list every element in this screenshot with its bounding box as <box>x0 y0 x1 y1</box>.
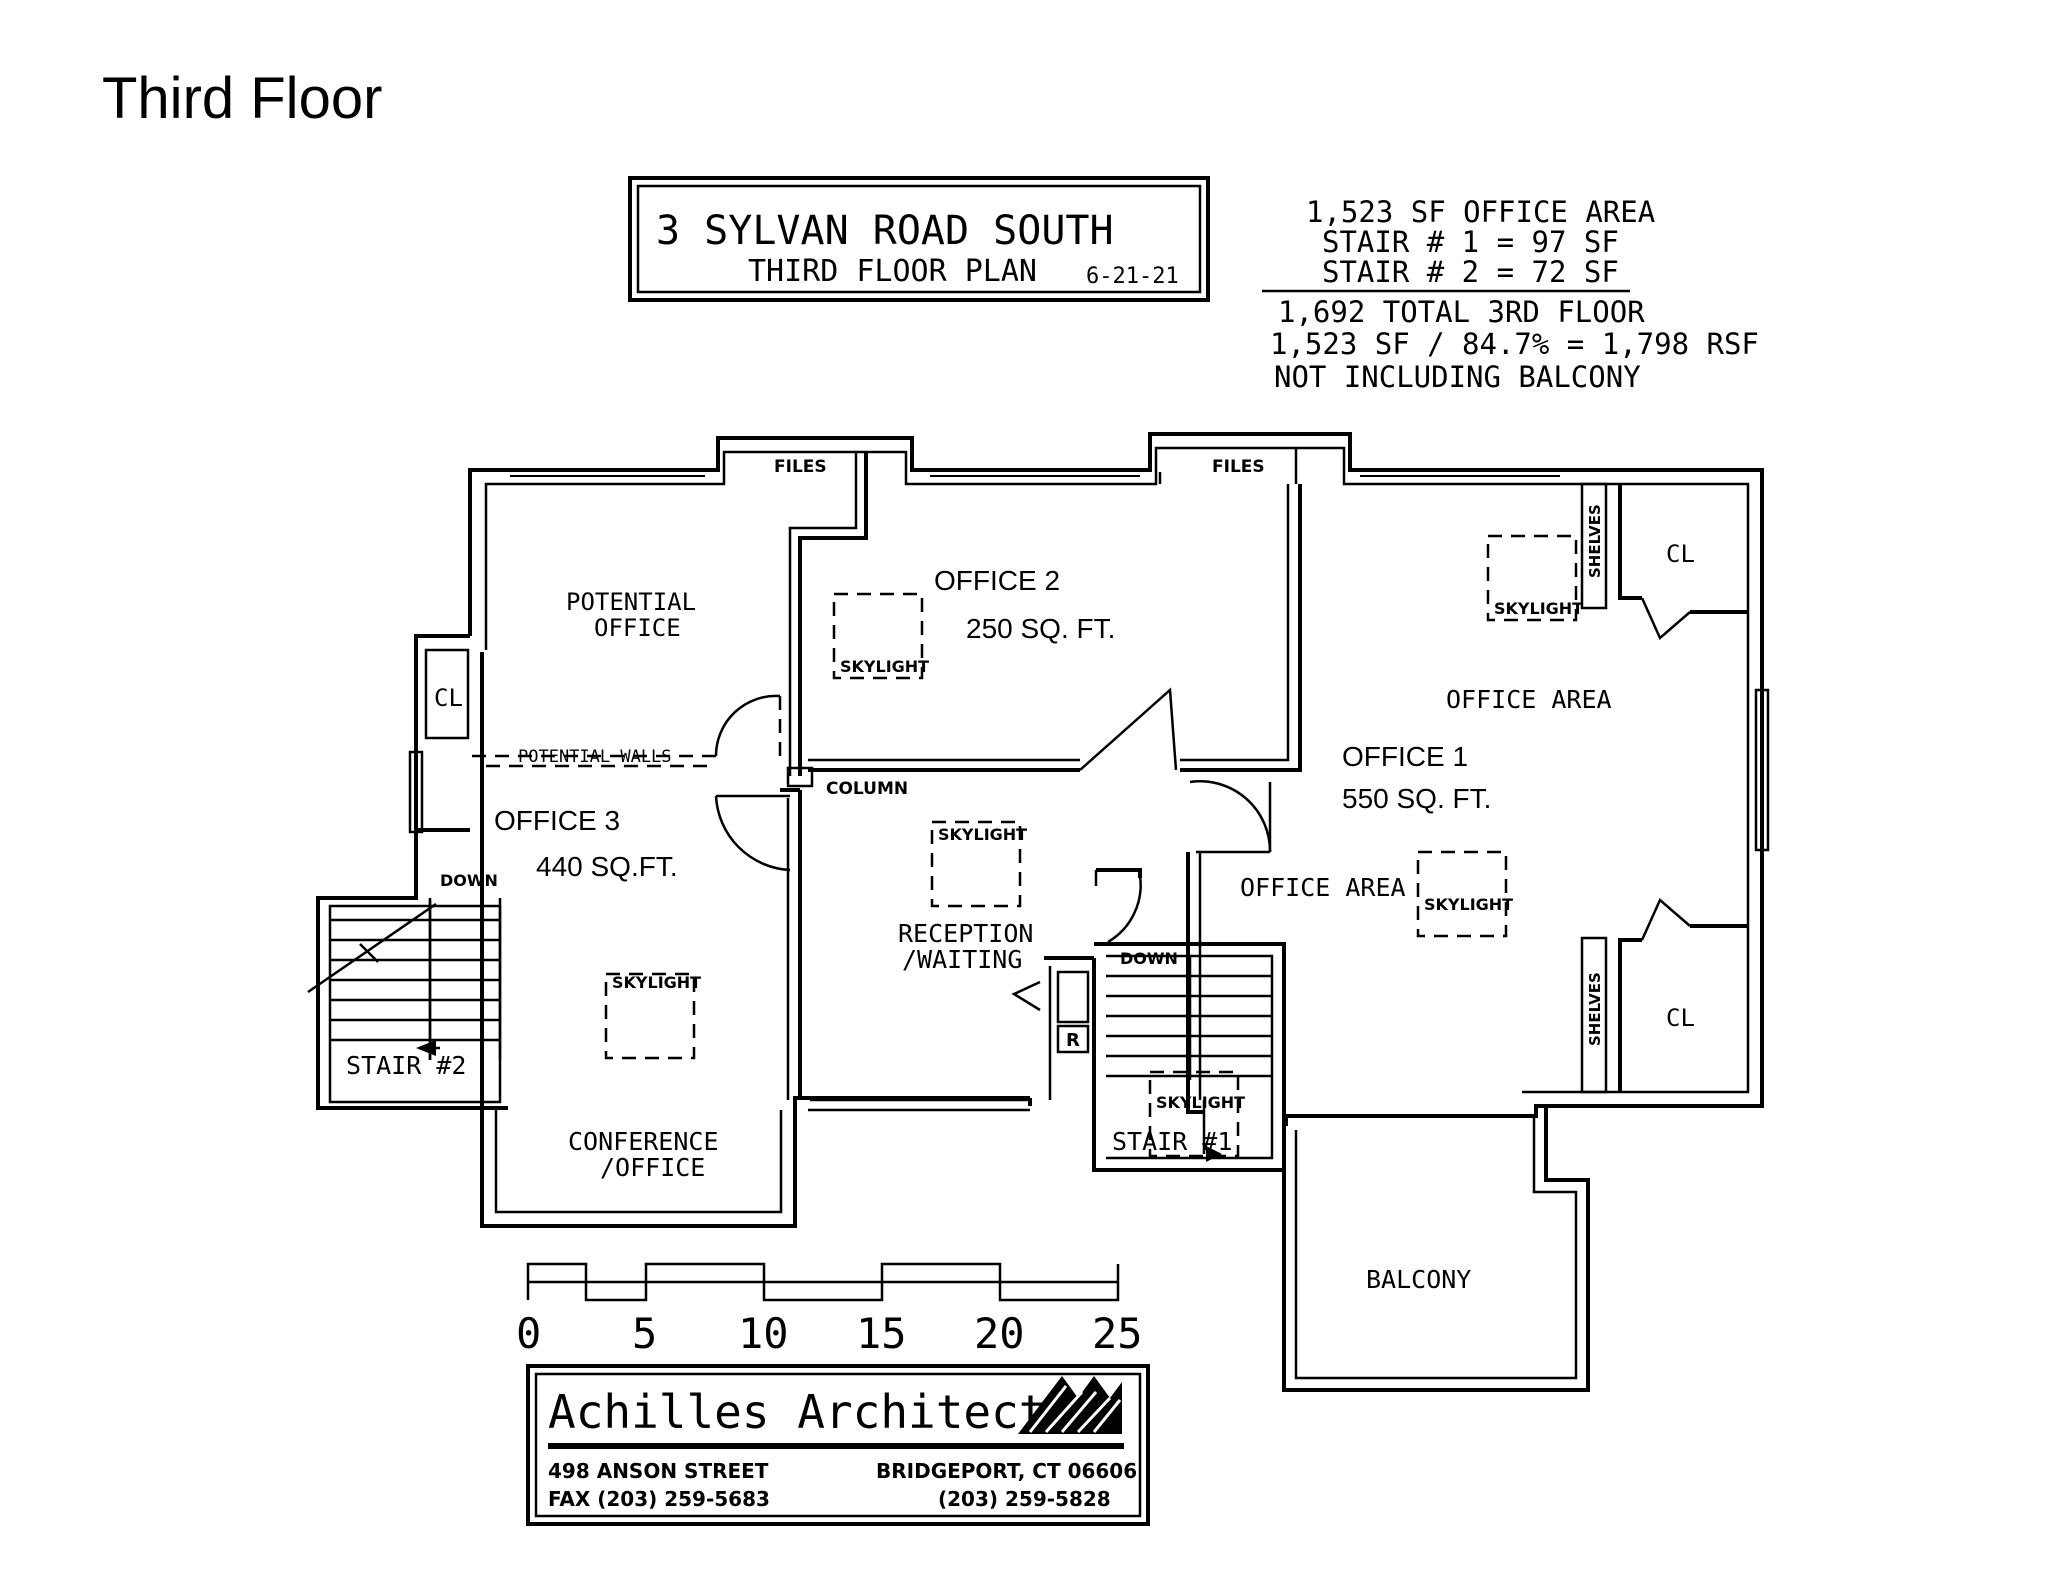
files-niches <box>864 448 1298 484</box>
shelves-bottom-label: SHELVES <box>1586 972 1604 1046</box>
firm-block: Achilles Architects 498 ANSON STREET BRI… <box>526 1364 1150 1526</box>
scale-tick-5: 5 <box>632 1309 657 1358</box>
scale-tick-15: 15 <box>856 1309 907 1358</box>
scale-tick-25: 25 <box>1092 1309 1143 1358</box>
office-1-name: OFFICE 1 <box>1342 741 1468 772</box>
title-block-date: 6-21-21 <box>1086 264 1179 289</box>
interior-partitions <box>472 694 1272 1114</box>
skylights <box>604 534 1578 1158</box>
firm-phone: (203) 259-5828 <box>938 1487 1111 1511</box>
area-rsf: 1,523 SF / 84.7% = 1,798 RSF <box>1270 327 1759 361</box>
office-area-top-label: OFFICE AREA <box>1446 685 1612 714</box>
reception-label-2: /WAITING <box>902 945 1022 974</box>
firm-logo <box>1018 1376 1122 1434</box>
fridge-label: R <box>1066 1030 1080 1051</box>
firm-name: Achilles Architects <box>548 1385 1074 1439</box>
skylight-office-3 <box>604 972 696 1060</box>
files-right-label: FILES <box>1212 457 1265 477</box>
balcony <box>1282 1106 1590 1392</box>
scale-bar: 0 5 10 15 20 25 <box>516 1262 1143 1358</box>
stair-2 <box>307 898 502 1060</box>
skylight-label-office-1: SKYLIGHT <box>1424 895 1513 914</box>
area-stair-1: STAIR # 1 = 97 SF <box>1322 225 1619 259</box>
stair-1 <box>1092 942 1286 1172</box>
files-left-label: FILES <box>774 457 827 477</box>
reception-label-1: RECEPTION <box>898 919 1033 948</box>
cl-top-right-label: CL <box>1666 540 1695 568</box>
skylight-office-1 <box>1416 850 1508 938</box>
office-2-area: 250 SQ. FT. <box>966 613 1115 644</box>
skylight-label-stair-1: SKYLIGHT <box>1156 1093 1245 1112</box>
down-left-label: DOWN <box>440 871 498 890</box>
area-summary: 1,523 SF OFFICE AREA STAIR # 1 = 97 SF S… <box>1262 195 1759 394</box>
skylight-label-reception: SKYLIGHT <box>938 825 1027 844</box>
office-area-bottom-label: OFFICE AREA <box>1240 873 1406 902</box>
scale-tick-0: 0 <box>516 1309 541 1358</box>
potential-office-label-2: OFFICE <box>594 614 681 642</box>
conference-label-2: /OFFICE <box>600 1153 705 1182</box>
stair-1-label: STAIR #1 <box>1112 1127 1232 1156</box>
left-wing <box>316 634 508 1110</box>
column-label: COLUMN <box>826 779 908 799</box>
cl-left-label: CL <box>434 684 463 712</box>
skylight-reception <box>930 820 1022 908</box>
skylight-office-2 <box>832 592 924 680</box>
down-right-label: DOWN <box>1120 949 1178 968</box>
right-closets <box>1580 482 1748 1094</box>
scale-tick-20: 20 <box>974 1309 1025 1358</box>
shelves-top-label: SHELVES <box>1586 504 1604 578</box>
office-2-name: OFFICE 2 <box>934 565 1060 596</box>
firm-fax: FAX (203) 259-5683 <box>548 1487 770 1511</box>
skylight-label-office-3: SKYLIGHT <box>612 973 701 992</box>
balcony-label: BALCONY <box>1366 1265 1471 1294</box>
skylight-label-office-2: SKYLIGHT <box>840 657 929 676</box>
area-floor-total: 1,692 TOTAL 3RD FLOOR <box>1278 295 1645 329</box>
skylight-office-area-top <box>1486 534 1578 622</box>
firm-city: BRIDGEPORT, CT 06606 <box>876 1459 1137 1483</box>
title-block-plan: THIRD FLOOR PLAN <box>748 254 1037 289</box>
office-3-area: 440 SQ.FT. <box>536 851 678 882</box>
conference-label-1: CONFERENCE <box>568 1127 719 1156</box>
skylight-label-office-area-top: SKYLIGHT <box>1494 599 1583 618</box>
office-1-area: 550 SQ. FT. <box>1342 783 1491 814</box>
area-stair-2: STAIR # 2 = 72 SF <box>1322 255 1619 289</box>
room-labels: FILES FILES POTENTIAL OFFICE OFFICE 2 25… <box>346 457 1695 1294</box>
cl-bottom-right-label: CL <box>1666 1004 1695 1032</box>
potential-walls-label: POTENTIAL WALLS <box>518 747 672 767</box>
title-block-name: 3 SYLVAN ROAD SOUTH <box>656 208 1114 254</box>
skylight-stair-1 <box>1148 1070 1240 1158</box>
firm-address: 498 ANSON STREET <box>548 1459 769 1483</box>
scale-tick-10: 10 <box>738 1309 789 1358</box>
office-2-walls <box>788 452 1302 776</box>
page-title: Third Floor <box>102 66 382 131</box>
area-note: NOT INCLUDING BALCONY <box>1274 360 1641 394</box>
office-3-name: OFFICE 3 <box>494 805 620 836</box>
stair-2-label: STAIR #2 <box>346 1051 466 1080</box>
potential-office-label-1: POTENTIAL <box>566 588 696 616</box>
area-office-total: 1,523 SF OFFICE AREA <box>1306 195 1655 229</box>
exterior-walls <box>408 432 1770 1228</box>
title-block: 3 SYLVAN ROAD SOUTH THIRD FLOOR PLAN 6-2… <box>628 176 1210 302</box>
